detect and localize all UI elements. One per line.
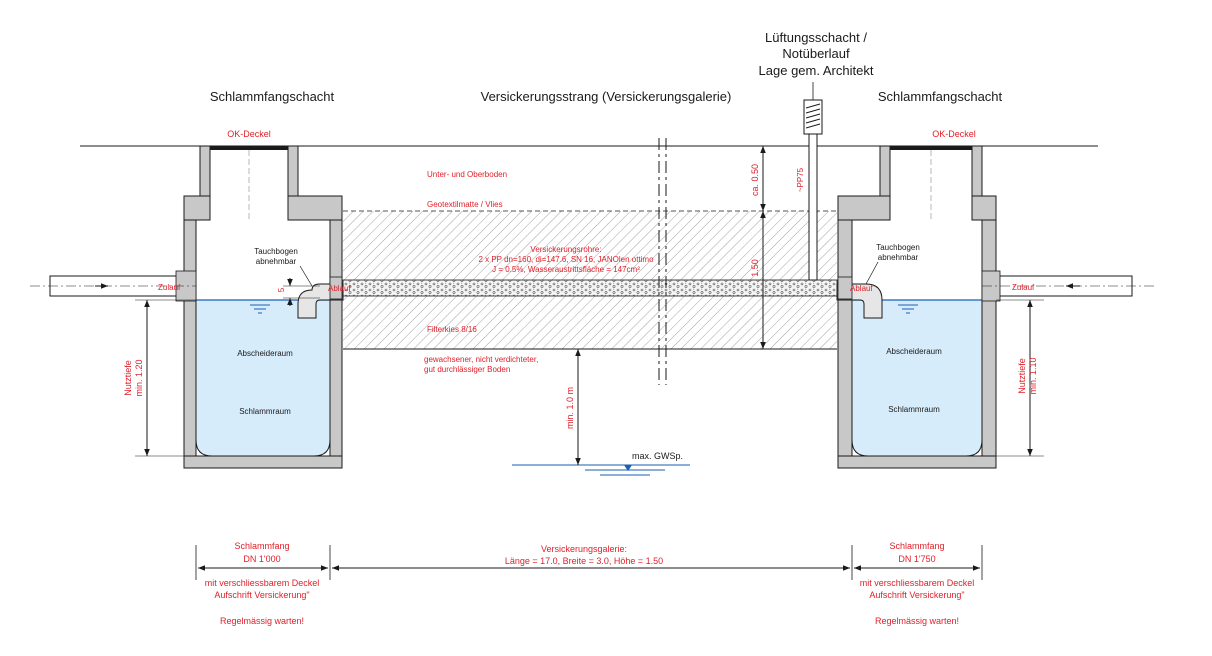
footer-right-4: Aufschrift Versickerung" bbox=[869, 590, 964, 600]
left-shaft bbox=[183, 145, 344, 469]
groundwater-level bbox=[512, 464, 690, 476]
abscheideraum-left: Abscheideraum bbox=[237, 349, 293, 358]
vent-title-line1: Lüftungsschacht / bbox=[765, 30, 867, 45]
dimension-lines bbox=[135, 146, 1044, 465]
ablauf-left: Ablauf bbox=[328, 284, 351, 293]
ok-deckel-left: OK-Deckel bbox=[227, 129, 271, 139]
label-rohre-3: J = 0.5%, Wasseraustrittsfläche = 147cm² bbox=[492, 265, 640, 274]
right-cover bbox=[890, 146, 972, 150]
label-rohre-2: 2 x PP dn=160, di=147.6, SN 16, JANOlen … bbox=[478, 255, 654, 264]
footer-center-1: Versickerungsgalerie: bbox=[541, 544, 627, 554]
footer-right-5: Regelmässig warten! bbox=[875, 616, 959, 626]
footer-right-1: Schlammfang bbox=[889, 541, 944, 551]
dim-150: 1.50 bbox=[750, 259, 760, 277]
schlammraum-left: Schlammraum bbox=[239, 407, 291, 416]
footer-left-1: Schlammfang bbox=[234, 541, 289, 551]
zulauf-left: Zulauf bbox=[158, 283, 181, 292]
gwsp-label: max. GWSp. bbox=[632, 451, 683, 461]
footer-center-2: Länge = 17.0, Breite = 3.0, Höhe = 1.50 bbox=[505, 556, 663, 566]
dim-drop-5: 5 bbox=[277, 287, 286, 292]
right-shaft bbox=[836, 145, 997, 469]
nutztiefe-left-2: min. 1.20 bbox=[134, 359, 144, 396]
label-boden-2: gut durchlässiger Boden bbox=[424, 365, 510, 374]
footer-left-3: mit verschliessbarem Deckel bbox=[205, 578, 320, 588]
gallery-title: Versickerungsstrang (Versickerungsgaleri… bbox=[481, 89, 732, 104]
vent-title-line3: Lage gem. Architekt bbox=[759, 63, 874, 78]
label-geotextil: Geotextilmatte / Vlies bbox=[427, 200, 503, 209]
footer-dimension-lines bbox=[195, 545, 983, 580]
tauchbogen-left-1: Tauchbogen bbox=[254, 247, 298, 256]
schlammraum-right: Schlammraum bbox=[888, 405, 940, 414]
footer-left-5: Regelmässig warten! bbox=[220, 616, 304, 626]
footer-left-2: DN 1'000 bbox=[243, 554, 280, 564]
nutztiefe-right-2: min. 1.10 bbox=[1028, 357, 1038, 394]
pp75-label: ~PP75 bbox=[796, 167, 805, 192]
right-inlet-pipe bbox=[981, 270, 1155, 302]
left-inlet-pipe bbox=[30, 270, 197, 302]
ok-deckel-right: OK-Deckel bbox=[932, 129, 976, 139]
ablauf-right: Ablauf bbox=[850, 284, 873, 293]
left-cover bbox=[210, 146, 288, 150]
vent-title-line2: Notüberlauf bbox=[782, 46, 850, 61]
label-filterkies: Filterkies 8/16 bbox=[427, 325, 477, 334]
label-unter-oberboden: Unter- und Oberboden bbox=[427, 170, 507, 179]
tauchbogen-right-2: abnehmbar bbox=[878, 253, 919, 262]
abscheideraum-right: Abscheideraum bbox=[886, 347, 942, 356]
footer-left-4: Aufschrift Versickerung" bbox=[214, 590, 309, 600]
label-boden-1: gewachsener, nicht verdichteter, bbox=[424, 355, 538, 364]
nutztiefe-right-1: Nutztiefe bbox=[1017, 358, 1027, 394]
vent-shaft bbox=[803, 82, 823, 281]
footer-right-2: DN 1'750 bbox=[898, 554, 935, 564]
dim-min-10m: min. 1.0 m bbox=[565, 387, 575, 429]
label-rohre-1: Versickerungsrohre: bbox=[530, 245, 601, 254]
footer-right-3: mit verschliessbarem Deckel bbox=[860, 578, 975, 588]
left-shaft-title: Schlammfangschacht bbox=[210, 89, 335, 104]
dim-ca-050: ca. 0.50 bbox=[750, 164, 760, 196]
nutztiefe-left-1: Nutztiefe bbox=[123, 360, 133, 396]
break-symbol bbox=[658, 138, 667, 385]
right-shaft-title: Schlammfangschacht bbox=[878, 89, 1003, 104]
tauchbogen-left-2: abnehmbar bbox=[256, 257, 297, 266]
tauchbogen-right-1: Tauchbogen bbox=[876, 243, 920, 252]
zulauf-right: Zulauf bbox=[1012, 283, 1035, 292]
